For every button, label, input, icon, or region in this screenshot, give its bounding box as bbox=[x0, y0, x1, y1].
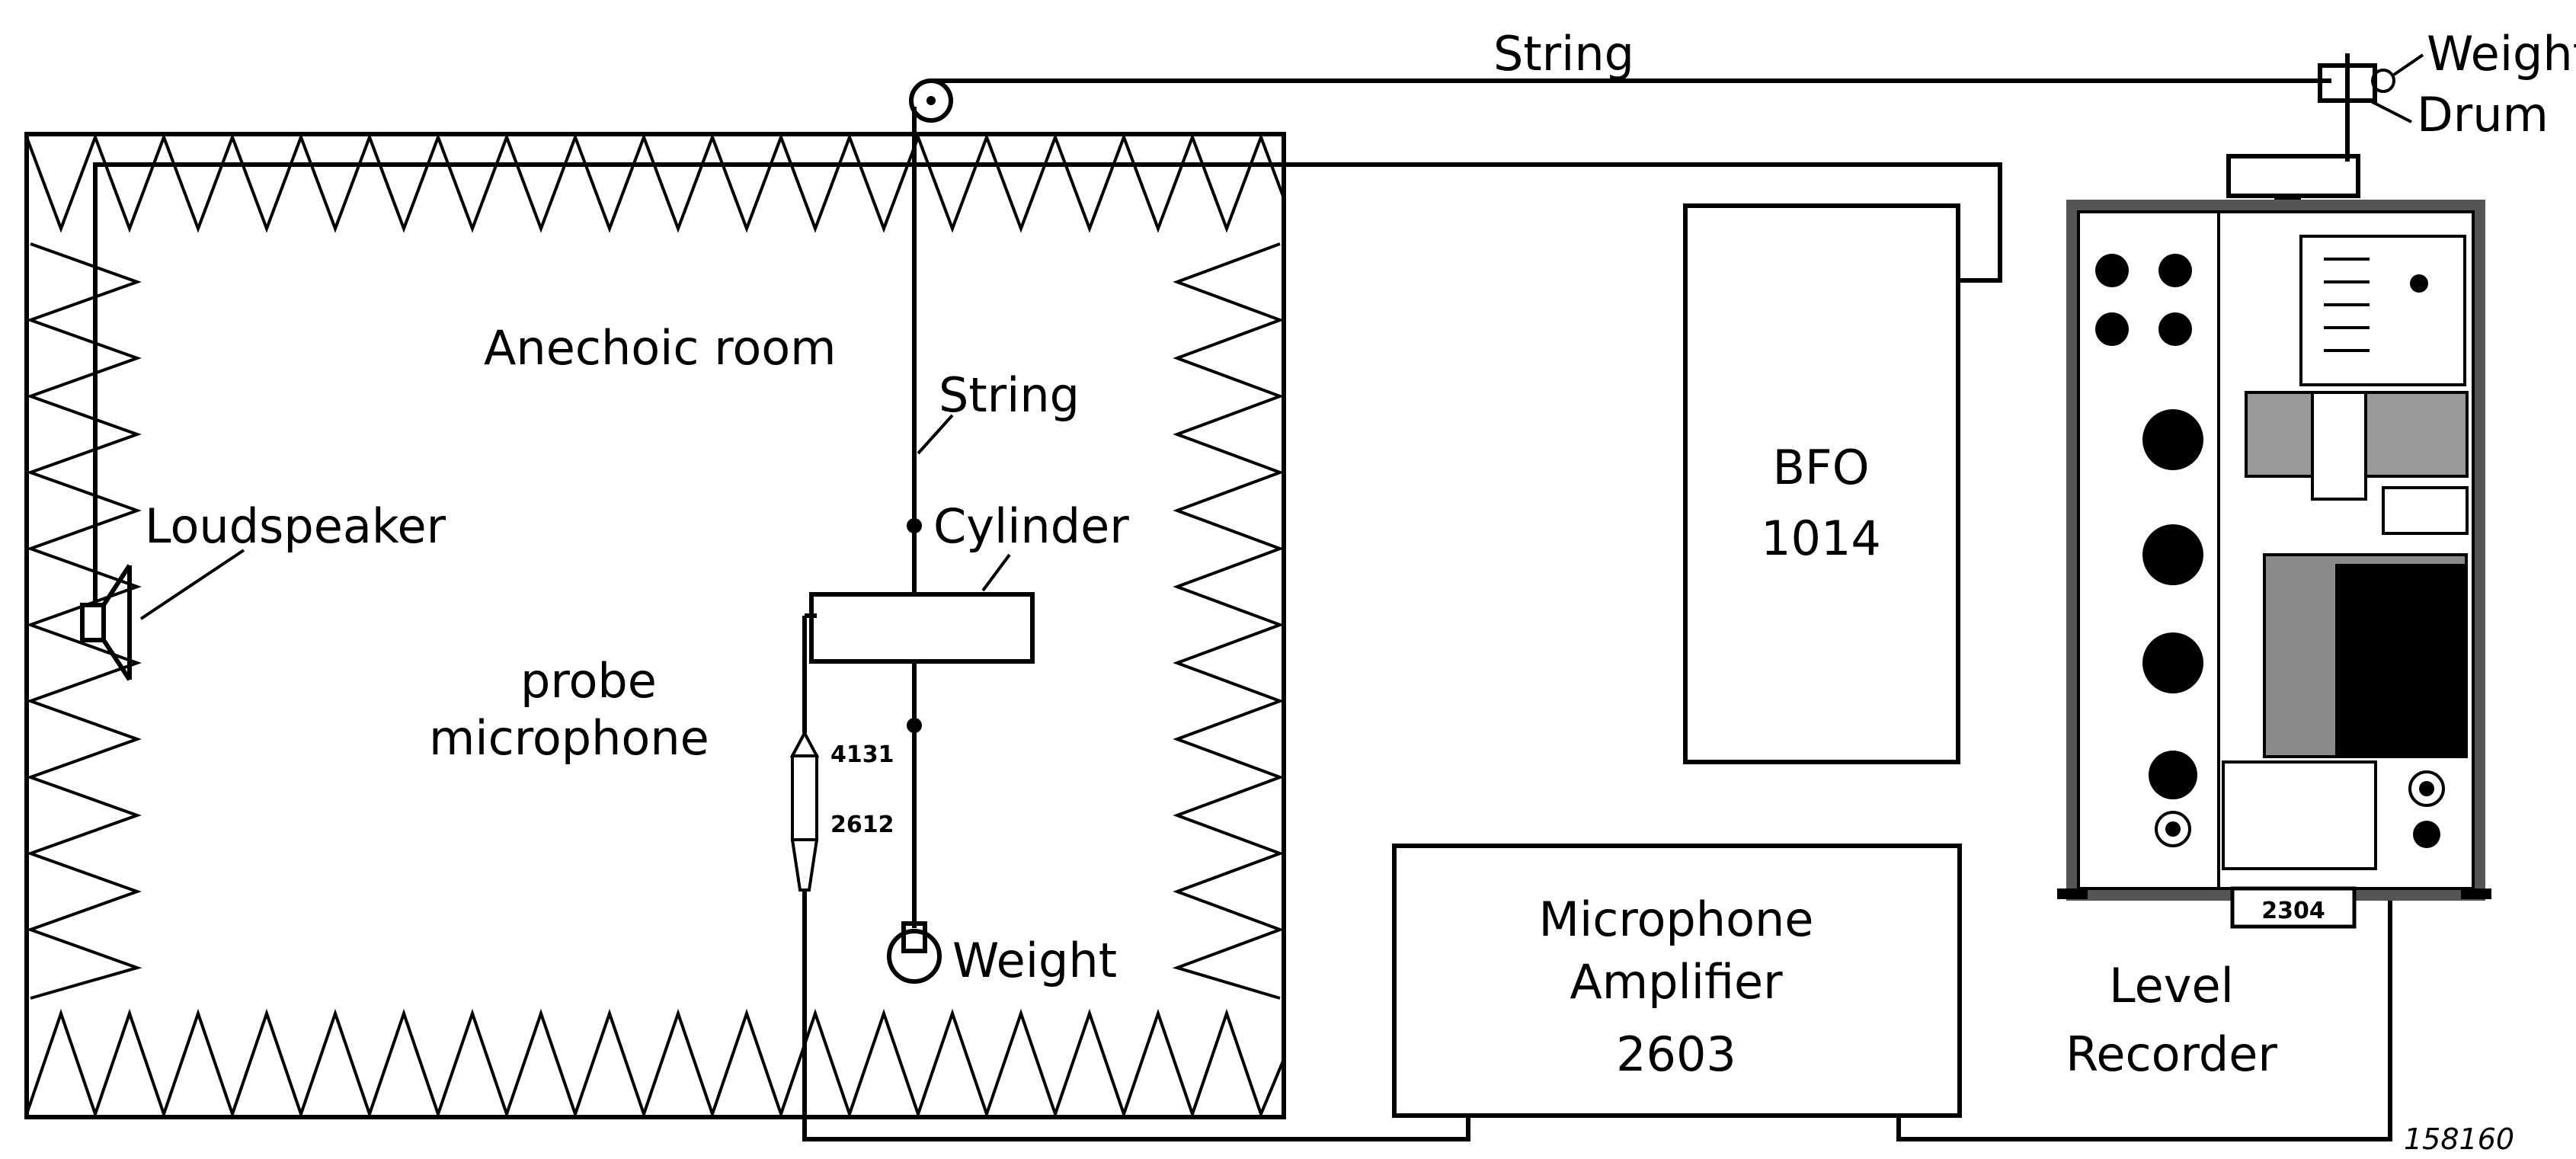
loudspeaker-label: Loudspeaker bbox=[145, 498, 446, 554]
weight-top-label: Weight bbox=[2427, 26, 2576, 82]
recorder-model-label: 2304 bbox=[2261, 898, 2325, 924]
anechoic-room-label: Anechoic room bbox=[484, 320, 837, 376]
loudspeaker-icon bbox=[80, 171, 245, 681]
mic-model-4131: 4131 bbox=[830, 741, 894, 768]
amp-label-line1: Microphone bbox=[1539, 892, 1814, 947]
cylinder bbox=[809, 592, 1035, 664]
left-wedges bbox=[26, 242, 142, 1000]
recorder-label-line1: Level bbox=[2109, 958, 2234, 1013]
right-wedges bbox=[1172, 242, 1285, 1000]
bfo-box bbox=[1683, 203, 1960, 764]
string-system bbox=[809, 53, 2424, 984]
cylinder-label: Cylinder bbox=[933, 498, 1129, 554]
amp-label-line3: 2603 bbox=[1616, 1026, 1736, 1082]
drum-label: Drum bbox=[2417, 87, 2549, 142]
mic-model-2612: 2612 bbox=[830, 812, 894, 838]
amp-label-line2: Amplifier bbox=[1570, 954, 1783, 1010]
figure-id: 158160 bbox=[2404, 1122, 2514, 1156]
weight-bottom-icon bbox=[887, 929, 942, 984]
cables bbox=[93, 162, 2392, 1141]
string-top-label: String bbox=[1493, 26, 1634, 82]
bfo-label-line1: BFO bbox=[1773, 440, 1870, 495]
top-wedges bbox=[25, 133, 1285, 233]
probe-label-line1: probe bbox=[520, 653, 657, 709]
microphone-amplifier-box bbox=[1392, 844, 1962, 1118]
string-inner-label: String bbox=[939, 367, 1080, 423]
weight-bottom-label: Weight bbox=[952, 933, 1117, 988]
bottom-wedges bbox=[25, 1008, 1285, 1119]
probe-microphone-icon bbox=[789, 613, 820, 898]
level-recorder-icon bbox=[2057, 154, 2491, 929]
recorder-label-line2: Recorder bbox=[2066, 1026, 2277, 1082]
bfo-label-line2: 1014 bbox=[1761, 511, 1881, 566]
probe-label-line2: microphone bbox=[429, 710, 709, 766]
anechoic-room bbox=[24, 132, 1286, 1119]
weight-top-icon bbox=[2371, 69, 2395, 93]
